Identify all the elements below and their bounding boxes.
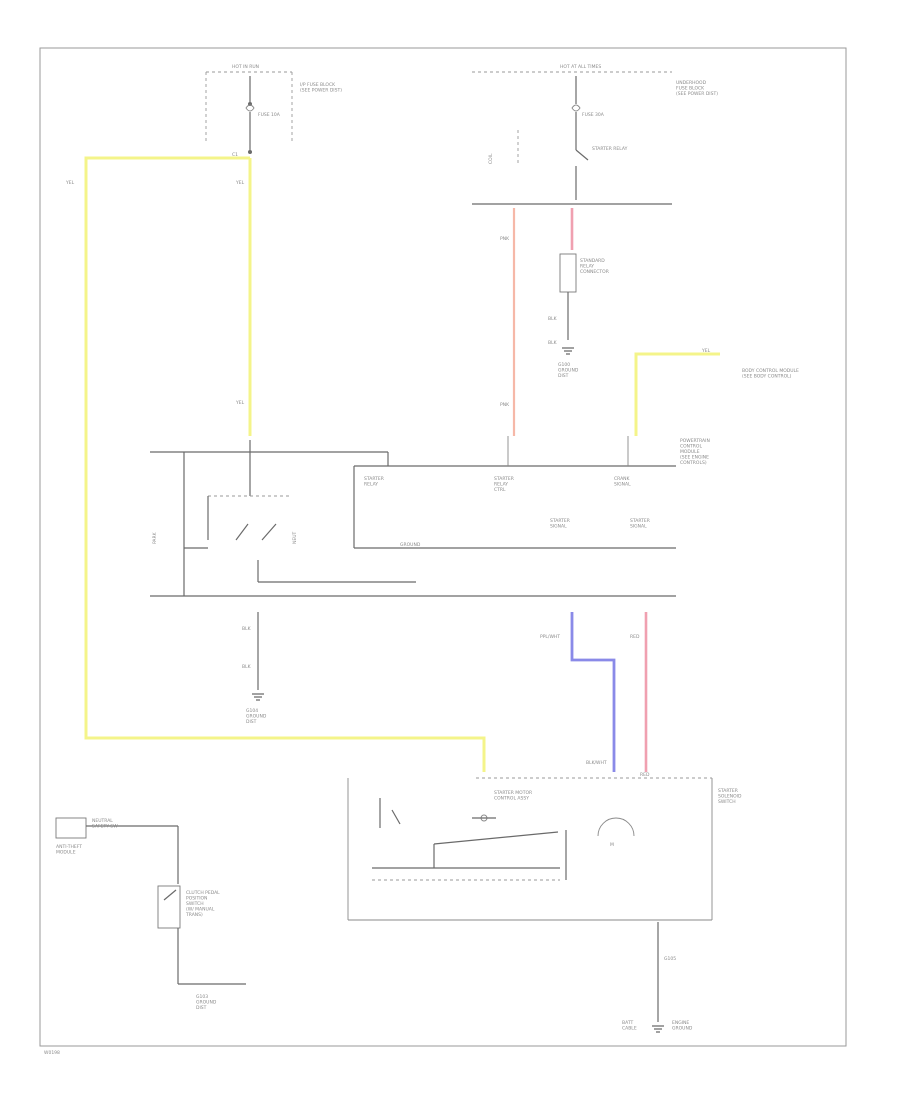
wire-label-w10: YEL — [701, 348, 711, 354]
wire-label-w12: BLK — [242, 664, 252, 670]
ground-icon-3 — [652, 1025, 664, 1033]
starter-switch-contact — [391, 809, 401, 825]
wire-label-w14: RED — [640, 772, 650, 778]
wire-label-w4: PNK — [500, 236, 510, 242]
wire-label-w6: BLK — [548, 316, 558, 322]
wire-label-w11: BLK — [242, 626, 252, 632]
top-right-fuse-label: FUSE 30A — [582, 112, 605, 118]
fuse-icon — [245, 104, 255, 112]
switch-contact-2 — [261, 523, 277, 541]
wire-label-w3: YEL — [235, 400, 245, 406]
yellow-wire-bcm — [634, 352, 720, 436]
top-left-fuse-label: FUSE 10A — [258, 112, 281, 118]
relay-label: STARTER RELAY — [592, 146, 628, 152]
top-left-fuse-block: HOT IN RUN I/P FUSE BLOCK(SEE POWER DIST… — [205, 64, 342, 154]
starter-motor-arc — [597, 817, 635, 837]
top-right-bus-label: HOT AT ALL TIMES — [560, 64, 601, 70]
wire-label-w1: YEL — [65, 180, 75, 186]
wire-label-w2: YEL — [235, 180, 245, 186]
clutch-switch — [157, 885, 181, 929]
page-code: W0198 — [44, 1050, 60, 1056]
switch-contact-1 — [235, 523, 249, 541]
ground-icon — [562, 347, 574, 355]
bottom-ground-label: G105 — [664, 956, 676, 962]
connector-c1: C1 — [232, 152, 238, 158]
top-left-fuse-block-label: HOT IN RUN — [232, 64, 259, 70]
yellow-wire-branch — [84, 156, 486, 772]
pcm-ground-label: GROUND — [400, 542, 421, 548]
anti-theft-module — [55, 817, 87, 839]
wire-label-w7: BLK — [548, 340, 558, 346]
relay-coil-label: COIL — [488, 153, 494, 164]
wire-label-w13: BLK/WHT — [586, 760, 607, 766]
wire-label-w5: PNK — [500, 402, 510, 408]
pcm-side-label-2: NEUT — [292, 531, 298, 544]
wire-label-w9: RED — [630, 634, 640, 640]
relay-switch-contact — [575, 149, 589, 161]
standard-relay-connector — [559, 253, 577, 293]
pcm-side-label: PARK — [152, 531, 158, 544]
wire-label-w8: PPL/WHT — [540, 634, 560, 640]
bcm-desc: BODY CONTROL MODULE(SEE BODY CONTROL) — [742, 368, 799, 380]
blue-wire — [570, 612, 616, 772]
fuse-icon-2 — [571, 104, 581, 112]
starter-motor-label: M — [610, 842, 614, 848]
top-left-fuse-desc: I/P FUSE BLOCK(SEE POWER DIST) — [300, 82, 342, 94]
ground-icon-2 — [252, 693, 264, 701]
diagram-border — [39, 47, 847, 1047]
